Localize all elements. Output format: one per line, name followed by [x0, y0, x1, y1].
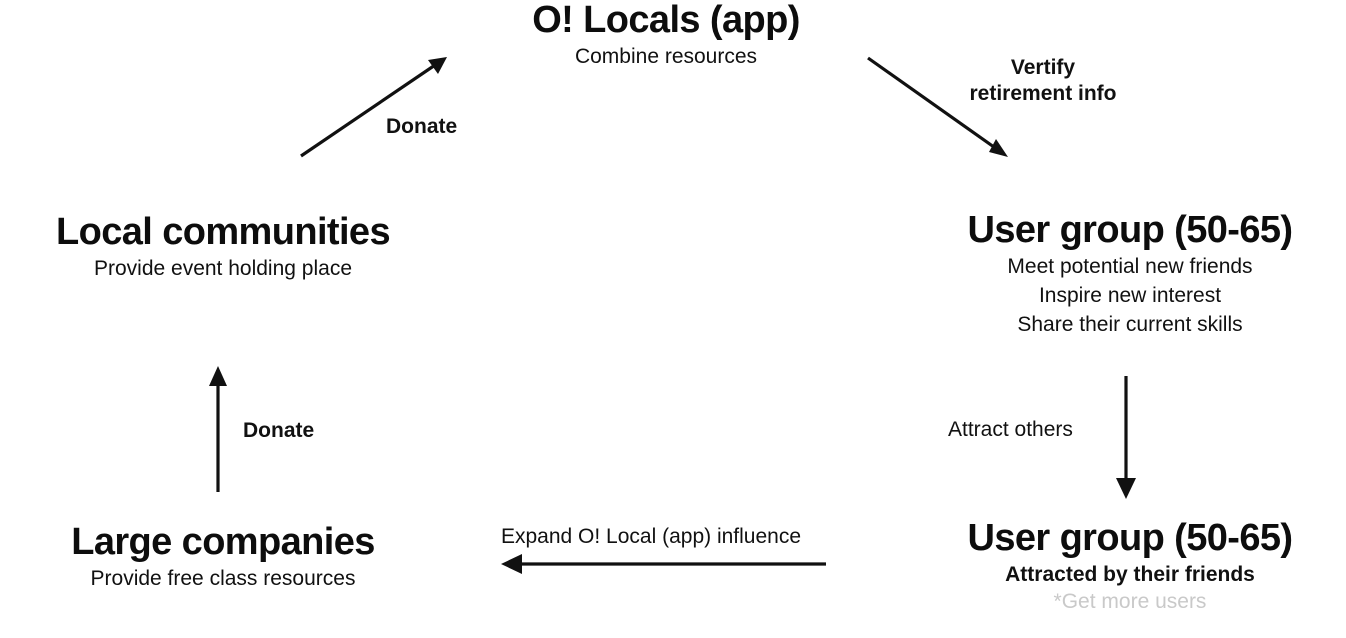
- node-large-companies: Large companies Provide free class resou…: [18, 521, 428, 592]
- node-local-communities-title: Local communities: [56, 211, 391, 253]
- node-large-companies-subtitle: Provide free class resources: [90, 567, 356, 591]
- node-user-group-secondary-subtitle: Attracted by their friends: [1005, 563, 1255, 587]
- arrow-companies-to-communities: [209, 366, 227, 492]
- node-user-group-primary-line-3: Share their current skills: [1017, 313, 1243, 337]
- node-user-group-primary: User group (50-65) Meet potential new fr…: [905, 209, 1346, 338]
- edge-label-expand-influence: Expand O! Local (app) influence: [501, 525, 802, 548]
- edge-label-vertify-retirement-info: Vertify retirement info: [963, 55, 1123, 106]
- edge-label-vertify-line-1: Vertify: [1010, 56, 1076, 79]
- node-app-subtitle: Combine resources: [574, 45, 758, 69]
- edge-label-vertify-line-2: retirement info: [969, 81, 1117, 105]
- node-app: O! Locals (app) Combine resources: [466, 0, 866, 70]
- node-large-companies-title: Large companies: [71, 521, 375, 563]
- node-user-group-secondary-title: User group (50-65): [967, 517, 1294, 559]
- arrow-usergroup2-to-companies: [501, 554, 826, 574]
- edge-label-donate-vertical: Donate: [243, 419, 315, 442]
- node-local-communities-subtitle: Provide event holding place: [93, 257, 352, 281]
- edge-label-donate-diagonal: Donate: [386, 115, 458, 138]
- edge-label-attract-others: Attract others: [948, 418, 1073, 441]
- node-user-group-secondary-note: *Get more users: [1053, 590, 1207, 614]
- node-local-communities: Local communities Provide event holding …: [18, 211, 428, 282]
- node-user-group-primary-line-2: Inspire new interest: [1038, 284, 1222, 308]
- arrow-usergroup-to-usergroup2: [1116, 376, 1136, 499]
- node-user-group-primary-line-1: Meet potential new friends: [1007, 255, 1253, 279]
- node-user-group-primary-title: User group (50-65): [967, 209, 1294, 251]
- node-app-title: O! Locals (app): [532, 0, 800, 41]
- node-user-group-secondary: User group (50-65) Attracted by their fr…: [905, 517, 1346, 615]
- arrow-communities-to-app: [300, 57, 447, 158]
